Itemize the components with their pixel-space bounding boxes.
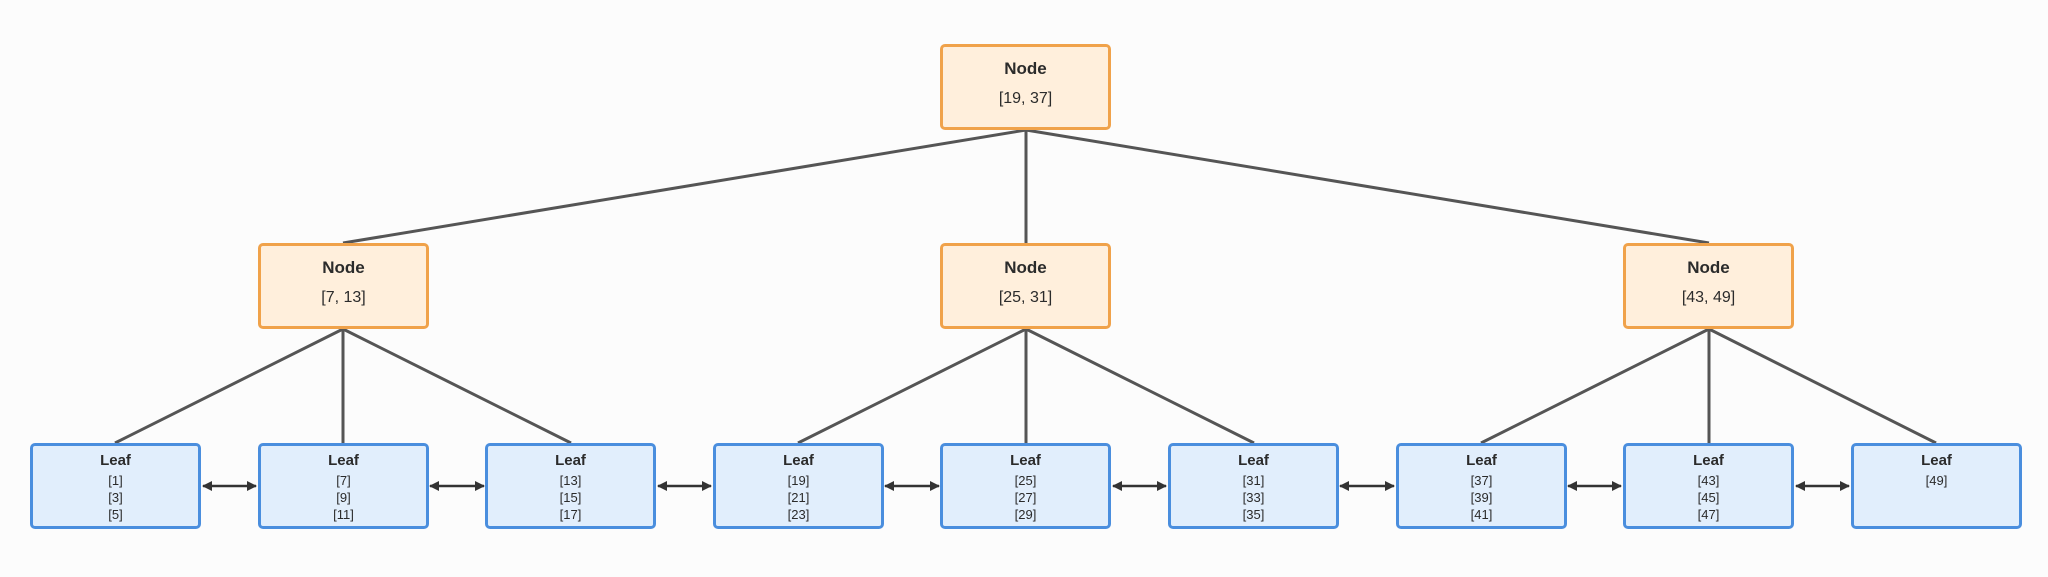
root-node: Node [19, 37]: [940, 44, 1111, 130]
leaf-key: [1]: [108, 473, 123, 488]
leaf-title: Leaf: [1010, 452, 1041, 469]
edge-internal-0-leaf-2: [342, 327, 572, 445]
edge-root-internal-2: [1025, 128, 1710, 245]
leaf-key: [21]: [787, 490, 810, 505]
leaf-node-2: Leaf [13] [15] [17]: [485, 443, 656, 529]
node-title: Node: [1004, 59, 1047, 78]
leaf-key: [9]: [336, 490, 351, 505]
leaf-key: [23]: [787, 507, 810, 522]
edge-root-internal-0: [342, 128, 1027, 245]
leaf-title: Leaf: [555, 452, 586, 469]
node-keys: [25, 31]: [998, 289, 1053, 306]
leaf-key: [35]: [1242, 507, 1265, 522]
leaf-key: [5]: [108, 507, 123, 522]
leaf-node-7: Leaf [43] [45] [47]: [1623, 443, 1794, 529]
leaf-key: [45]: [1697, 490, 1720, 505]
leaf-key: [19]: [787, 473, 810, 488]
leaf-key: [49]: [1925, 473, 1948, 488]
leaf-key: [3]: [108, 490, 123, 505]
leaf-node-1: Leaf [7] [9] [11]: [258, 443, 429, 529]
leaf-key: [39]: [1470, 490, 1493, 505]
leaf-key: [17]: [559, 507, 582, 522]
edge-internal-2-leaf-8: [1708, 327, 1937, 445]
leaf-key: [37]: [1470, 473, 1493, 488]
leaf-key: [33]: [1242, 490, 1265, 505]
leaf-key: [11]: [333, 507, 354, 522]
leaf-title: Leaf: [328, 452, 359, 469]
leaf-key: [15]: [559, 490, 582, 505]
leaf-title: Leaf: [1238, 452, 1269, 469]
leaf-key: [47]: [1697, 507, 1720, 522]
edge-internal-0-leaf-0: [114, 327, 344, 445]
internal-node-0: Node [7, 13]: [258, 243, 429, 329]
leaf-key: [31]: [1242, 473, 1265, 488]
internal-node-2: Node [43, 49]: [1623, 243, 1794, 329]
leaf-node-3: Leaf [19] [21] [23]: [713, 443, 884, 529]
leaf-key: [13]: [559, 473, 582, 488]
node-keys: [19, 37]: [998, 90, 1053, 107]
leaf-title: Leaf: [1466, 452, 1497, 469]
leaf-key: [27]: [1014, 490, 1037, 505]
edge-internal-1-leaf-3: [797, 327, 1027, 445]
leaf-node-8: Leaf [49]: [1851, 443, 2022, 529]
edge-internal-1-leaf-5: [1025, 327, 1255, 445]
leaf-key: [7]: [336, 473, 351, 488]
leaf-key: [41]: [1470, 507, 1493, 522]
node-keys: [43, 49]: [1681, 289, 1736, 306]
leaf-node-0: Leaf [1] [3] [5]: [30, 443, 201, 529]
leaf-node-5: Leaf [31] [33] [35]: [1168, 443, 1339, 529]
leaf-title: Leaf: [783, 452, 814, 469]
node-title: Node: [322, 258, 365, 277]
leaf-title: Leaf: [1921, 452, 1952, 469]
leaf-key: [43]: [1697, 473, 1720, 488]
leaf-key: [29]: [1014, 507, 1037, 522]
internal-node-1: Node [25, 31]: [940, 243, 1111, 329]
leaf-key: [25]: [1014, 473, 1037, 488]
node-keys: [7, 13]: [321, 289, 366, 306]
leaf-title: Leaf: [100, 452, 131, 469]
leaf-node-4: Leaf [25] [27] [29]: [940, 443, 1111, 529]
leaf-title: Leaf: [1693, 452, 1724, 469]
edge-internal-2-leaf-6: [1480, 327, 1710, 445]
leaf-node-6: Leaf [37] [39] [41]: [1396, 443, 1567, 529]
node-title: Node: [1004, 258, 1047, 277]
node-title: Node: [1687, 258, 1730, 277]
